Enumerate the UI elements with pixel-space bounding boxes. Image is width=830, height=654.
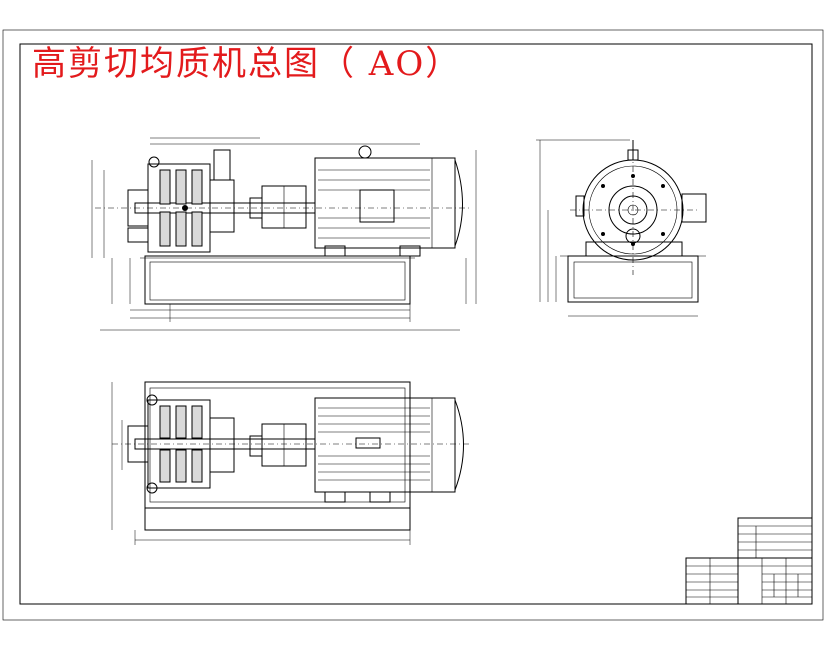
drawing-title: 高剪切均质机总图（ AO） xyxy=(32,44,462,84)
top-motor-fins xyxy=(318,407,430,481)
front-rotor-stator xyxy=(159,169,203,247)
top-dimensions xyxy=(111,382,411,545)
front-base xyxy=(144,255,411,305)
side-dimensions xyxy=(536,139,698,317)
top-shaft xyxy=(134,438,316,450)
front-view xyxy=(91,137,477,331)
top-motor-body xyxy=(314,397,456,493)
inner-frame xyxy=(19,43,813,605)
title-block xyxy=(685,517,813,605)
front-lifting-eye xyxy=(358,145,372,159)
side-view xyxy=(536,139,707,317)
front-motor-body xyxy=(314,157,456,249)
front-motor-fins xyxy=(318,169,430,239)
top-nameplate xyxy=(355,437,381,449)
top-rotor-stator xyxy=(159,405,203,483)
top-base-plate xyxy=(144,381,411,509)
front-terminal-box xyxy=(359,189,395,223)
top-view xyxy=(111,381,470,545)
outer-frame xyxy=(2,29,824,621)
front-dimensions xyxy=(91,137,477,331)
